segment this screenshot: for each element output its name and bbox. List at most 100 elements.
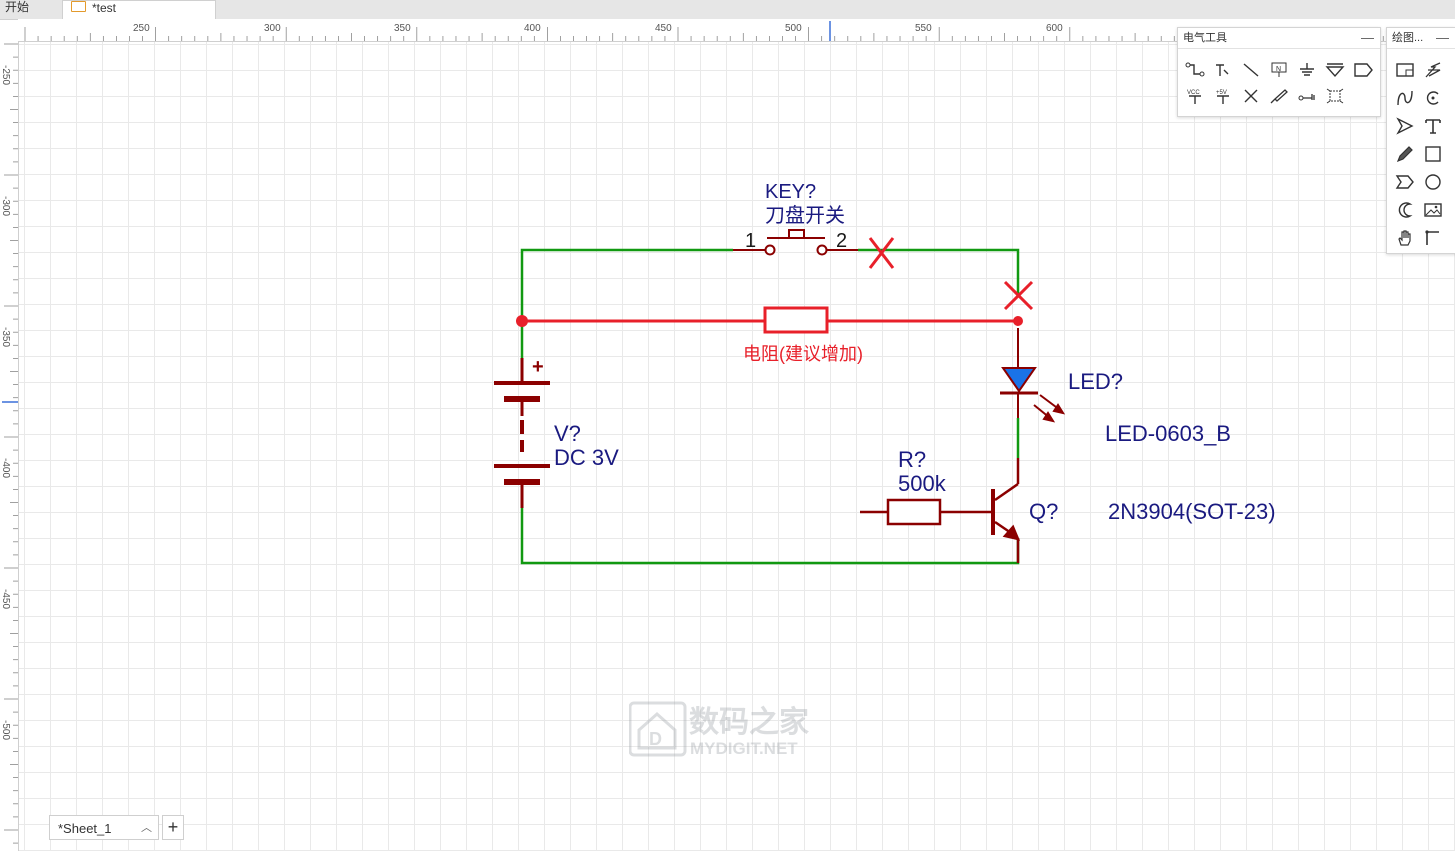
- drawing-tools-minimize-button[interactable]: —: [1436, 30, 1449, 45]
- ruler-top-label-500: 500: [785, 23, 802, 34]
- schematic-canvas[interactable]: [19, 42, 1455, 851]
- ground-tool-icon[interactable]: [1296, 60, 1318, 80]
- ruler-left: -250 -300 -350 -400 -450 -500: [0, 41, 19, 851]
- switch-designator: KEY?: [765, 181, 816, 203]
- bus-entry-tool-icon[interactable]: [1240, 60, 1262, 80]
- wire-group[interactable]: [520, 248, 1020, 565]
- led[interactable]: [1000, 328, 1066, 423]
- base-resistor[interactable]: [860, 498, 992, 526]
- suggested-resistor[interactable]: 电阻(建议增加): [516, 306, 1023, 364]
- tab-start[interactable]: 开始: [0, 0, 60, 19]
- svg-text:D: D: [649, 729, 662, 749]
- sheet-tab-label: *Sheet_1: [58, 821, 112, 836]
- wire-top-left[interactable]: [520, 248, 733, 358]
- switch-pin2: 2: [836, 230, 847, 252]
- folder-icon: [71, 1, 86, 12]
- polyline-tool-icon[interactable]: [1422, 60, 1444, 80]
- npn-transistor[interactable]: [991, 458, 1021, 563]
- ruler-left-label-500: -500: [0, 720, 11, 740]
- ruler-left-label-450: -450: [0, 589, 11, 609]
- no-connect-tool-icon[interactable]: [1240, 86, 1262, 106]
- led-part: LED-0603_B: [1105, 421, 1231, 446]
- drawing-tools-title: 绘图...: [1392, 32, 1424, 44]
- svg-text:+5V: +5V: [1216, 90, 1227, 96]
- led-triangle: [1001, 367, 1037, 393]
- electrical-tools-minimize-button[interactable]: —: [1361, 30, 1374, 45]
- led-light-arrows-icon: [1033, 394, 1066, 423]
- suggested-resistor-body: [763, 306, 829, 334]
- component-select-tool-icon[interactable]: [1324, 86, 1346, 106]
- ruler-left-label-300: -300: [0, 196, 11, 216]
- ellipse-arc-tool-icon[interactable]: [1394, 200, 1416, 220]
- sheet-tab[interactable]: *Sheet_1 ︿: [49, 815, 159, 840]
- transistor-part: 2N3904(SOT-23): [1108, 499, 1276, 524]
- ruler-top-label-450: 450: [655, 23, 672, 34]
- tab-start-label: 开始: [5, 0, 30, 14]
- vcc-tool-icon[interactable]: VCC: [1184, 86, 1206, 106]
- base-resistor-designator: R?: [898, 447, 926, 472]
- electrical-tools-title: 电气工具: [1183, 32, 1227, 44]
- transistor-designator: Q?: [1029, 499, 1058, 524]
- ruler-top-label-550: 550: [915, 23, 932, 34]
- text-tool-icon[interactable]: [1422, 116, 1444, 136]
- base-resistor-value: 500k: [898, 471, 947, 496]
- circle-tool-icon[interactable]: [1422, 172, 1444, 192]
- ruler-top: 250 300 350 400 450 500 550 600: [18, 19, 1455, 42]
- bezier-tool-icon[interactable]: [1394, 88, 1416, 108]
- symbol-box-tool-icon[interactable]: [1394, 60, 1416, 80]
- ruler-top-label-300: 300: [264, 23, 281, 34]
- drawing-tools-header[interactable]: 绘图... —: [1387, 28, 1455, 49]
- electrical-tools-panel: 电气工具 — N VCC +5V: [1177, 27, 1381, 117]
- electrical-tools-header[interactable]: 电气工具 —: [1178, 28, 1380, 49]
- cut-mark-led: [1003, 280, 1034, 311]
- suggested-resistor-label: 电阻(建议增加): [743, 344, 863, 364]
- pan-hand-tool-icon[interactable]: [1394, 228, 1416, 248]
- probe-tool-icon[interactable]: [1268, 86, 1290, 106]
- tab-test[interactable]: *test: [62, 0, 216, 19]
- net-flag-tool-icon[interactable]: [1352, 60, 1374, 80]
- pin-tool-icon[interactable]: [1296, 86, 1318, 106]
- ruler-top-label-350: 350: [394, 23, 411, 34]
- add-sheet-button[interactable]: +: [162, 815, 184, 840]
- junction-dot-left: [516, 315, 528, 327]
- rectangle-tool-icon[interactable]: [1422, 144, 1444, 164]
- svg-text:N: N: [1276, 66, 1281, 73]
- ruler-top-label-600: 600: [1046, 23, 1063, 34]
- ruler-top-label-250: 250: [133, 23, 150, 34]
- switch-pin1: 1: [745, 230, 756, 252]
- wire-tool-icon[interactable]: [1184, 60, 1206, 80]
- image-tool-icon[interactable]: [1422, 200, 1444, 220]
- bus-tool-icon[interactable]: [1212, 60, 1234, 80]
- pencil-tool-icon[interactable]: [1394, 144, 1416, 164]
- battery-plus: +: [532, 356, 544, 378]
- switch-name: 刀盘开关: [765, 204, 845, 227]
- knife-switch[interactable]: [733, 229, 858, 256]
- ruler-left-svg: -250 -300 -350 -400 -450 -500: [0, 43, 18, 844]
- chevron-up-icon[interactable]: ︿: [141, 822, 152, 834]
- watermark-logo: D 数码之家 MYDIGIT.NET: [629, 701, 809, 758]
- ruler-left-label-400: -400: [0, 458, 11, 478]
- arrow-tool-icon[interactable]: [1394, 116, 1416, 136]
- net-label-tool-icon[interactable]: N: [1268, 60, 1290, 80]
- watermark-cn: 数码之家: [689, 705, 809, 740]
- watermark-en: MYDIGIT.NET: [690, 739, 798, 758]
- svg-text:VCC: VCC: [1187, 90, 1200, 96]
- polygon-tool-icon[interactable]: [1394, 172, 1416, 192]
- ruler-top-label-400: 400: [524, 23, 541, 34]
- plus-5v-tool-icon[interactable]: +5V: [1212, 86, 1234, 106]
- arc-tool-icon[interactable]: [1422, 88, 1444, 108]
- battery-designator: V?: [554, 421, 581, 446]
- netport-tool-icon[interactable]: [1324, 60, 1346, 80]
- tab-test-label: *test: [92, 1, 117, 15]
- cut-mark-switch: [868, 237, 895, 269]
- ruler-left-label-350: -350: [0, 327, 11, 347]
- battery[interactable]: [494, 358, 550, 508]
- drawing-tools-panel: 绘图... —: [1386, 27, 1455, 254]
- ruler-left-label-250: -250: [0, 65, 11, 85]
- wire-top-right[interactable]: [858, 248, 1020, 295]
- wire-bottom[interactable]: [520, 508, 1020, 565]
- led-designator: LED?: [1068, 369, 1123, 394]
- origin-corner-tool-icon[interactable]: [1422, 228, 1444, 248]
- battery-value: DC 3V: [554, 445, 619, 470]
